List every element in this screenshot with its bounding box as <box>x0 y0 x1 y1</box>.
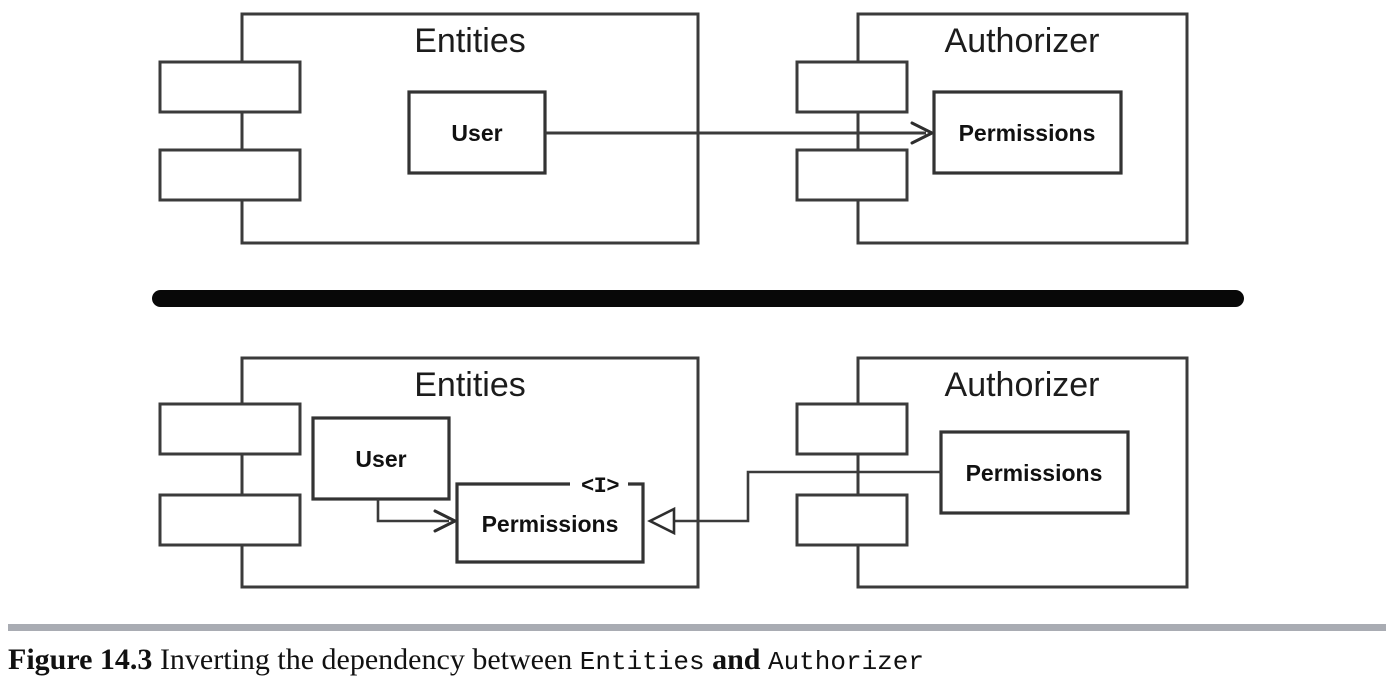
class-label-user-top: User <box>451 120 502 146</box>
caption-code-authorizer: Authorizer <box>767 647 924 677</box>
class-permissions-top[interactable]: Permissions <box>932 90 1123 175</box>
component-entities-top[interactable]: Entities User <box>158 12 700 245</box>
component-authorizer-top[interactable]: Authorizer Permissions <box>795 12 1189 245</box>
connector-line-user-to-permissions-interface <box>376 499 449 523</box>
caption-horizontal-rule <box>8 624 1386 631</box>
stereotype-interface-marker: <I> <box>581 474 619 499</box>
class-user-bottom[interactable]: User <box>311 416 451 501</box>
caption-figure-number: Figure 14.3 <box>8 643 153 676</box>
component-title-entities-bottom: Entities <box>414 366 526 404</box>
class-label-permissions-interface: Permissions <box>482 511 619 537</box>
class-user-top[interactable]: User <box>407 90 547 175</box>
class-box-user-bottom <box>311 416 451 501</box>
class-label-permissions-impl: Permissions <box>966 460 1103 486</box>
connector-line-permissions-impl-realization <box>673 470 941 523</box>
connector-user-to-permissions-top[interactable] <box>545 121 934 145</box>
component-tab-lower-authorizer-bottom <box>795 493 909 547</box>
figure-caption-area: Figure 14.3 Inverting the dependency bet… <box>0 610 1394 692</box>
class-label-user-bottom: User <box>355 446 406 472</box>
class-permissions-interface[interactable]: <I> Permissions <box>455 474 645 564</box>
caption-conjunction: and <box>712 643 761 676</box>
class-box-permissions-interface <box>455 482 645 564</box>
component-tab-upper-entities-top <box>158 60 302 114</box>
diagram-before-inversion: Entities User Authorizer Perm <box>158 12 1189 245</box>
component-title-authorizer-bottom: Authorizer <box>945 366 1100 404</box>
component-tab-upper-authorizer-top <box>795 60 909 114</box>
component-tab-lower-authorizer-top <box>795 148 909 202</box>
uml-component-diagram: Entities User Authorizer Perm <box>152 12 1244 589</box>
caption-description: Inverting the dependency between <box>159 643 573 676</box>
diagram-after-inversion: Entities User <I> Permissions <box>158 356 1189 589</box>
figure-caption: Figure 14.3 Inverting the dependency bet… <box>8 640 1378 682</box>
component-tab-lower-entities-top <box>158 148 302 202</box>
caption-code-entities: Entities <box>579 647 705 677</box>
arrowhead-open-user-to-permissions-top <box>910 121 934 145</box>
component-title-entities-top: Entities <box>414 22 526 60</box>
class-label-permissions-top: Permissions <box>959 120 1096 146</box>
component-tab-lower-entities-bottom <box>158 493 302 547</box>
arrowhead-open-user-to-permissions-interface <box>433 509 457 533</box>
component-authorizer-bottom[interactable]: Authorizer Permissions <box>795 356 1189 589</box>
component-tab-upper-authorizer-bottom <box>795 402 909 456</box>
class-box-user-top <box>407 90 547 175</box>
connector-permissions-impl-realization[interactable] <box>647 470 941 536</box>
component-entities-bottom[interactable]: Entities User <I> Permissions <box>158 356 700 589</box>
component-title-authorizer-top: Authorizer <box>945 22 1100 60</box>
class-box-permissions-impl <box>939 430 1130 515</box>
class-permissions-impl[interactable]: Permissions <box>939 430 1130 515</box>
arrowhead-hollow-triangle-realization <box>647 506 676 536</box>
component-tab-upper-entities-bottom <box>158 402 302 456</box>
class-box-permissions-top <box>932 90 1123 175</box>
connector-user-to-permissions-interface[interactable] <box>376 499 457 533</box>
section-divider-bar <box>152 290 1244 307</box>
